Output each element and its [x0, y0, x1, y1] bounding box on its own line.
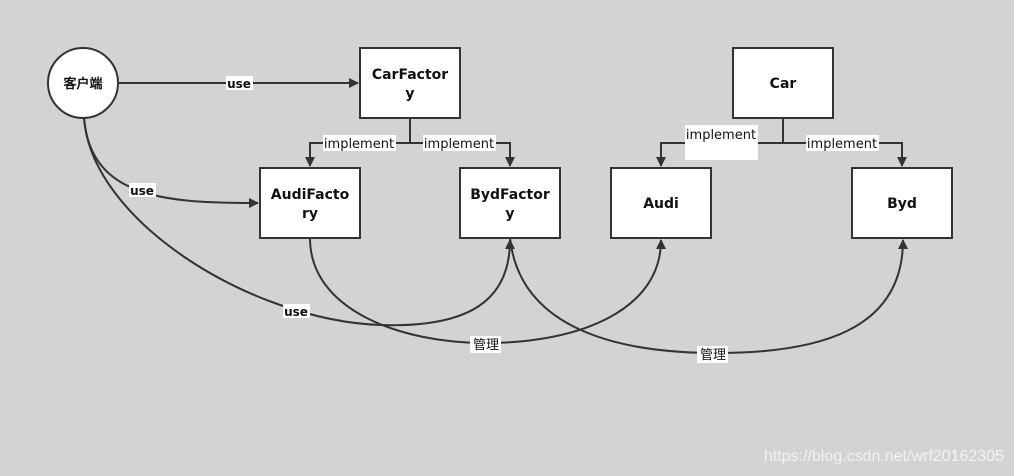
- edge-label-implement-byd: implement: [807, 137, 877, 152]
- node-car-factory: CarFactor y: [359, 47, 461, 119]
- edge-label-manage-byd: 管理: [700, 348, 726, 363]
- node-car: Car: [732, 47, 834, 119]
- edge-client-to-audifactory: [83, 116, 259, 208]
- svg-text:客户端: 客户端: [63, 76, 102, 92]
- node-byd: Byd: [851, 167, 953, 239]
- edge-client-to-bydfactory: [83, 116, 515, 327]
- svg-text:Car: Car: [770, 76, 797, 92]
- svg-text:y: y: [505, 206, 514, 222]
- edge-label-implement-bydfactory: implement: [424, 137, 494, 152]
- edge-label-implement-audifactory: implement: [324, 137, 394, 152]
- edge-bydfactory-manages-byd: [509, 237, 908, 355]
- watermark: https://blog.csdn.net/wrf20162305: [763, 448, 1004, 465]
- svg-text:AudiFacto: AudiFacto: [271, 187, 350, 203]
- edge-label-client-audifactory: use: [130, 184, 154, 198]
- svg-text:Byd: Byd: [887, 196, 917, 212]
- svg-text:BydFactor: BydFactor: [470, 187, 550, 203]
- node-client: 客户端: [47, 47, 119, 119]
- edge-label-client-carfactory: use: [227, 77, 251, 91]
- svg-text:ry: ry: [302, 206, 318, 222]
- edge-label-implement-audi: implement: [686, 128, 756, 143]
- edge-audifactory-manages-audi: [309, 237, 666, 345]
- edge-label-client-bydfactory: use: [284, 305, 308, 319]
- node-audi-factory: AudiFacto ry: [259, 167, 361, 239]
- node-audi: Audi: [610, 167, 712, 239]
- node-byd-factory: BydFactor y: [459, 167, 561, 239]
- edge-label-manage-audi: 管理: [473, 338, 499, 353]
- svg-text:CarFactor: CarFactor: [372, 67, 448, 83]
- svg-text:y: y: [405, 86, 414, 102]
- svg-text:Audi: Audi: [643, 196, 679, 212]
